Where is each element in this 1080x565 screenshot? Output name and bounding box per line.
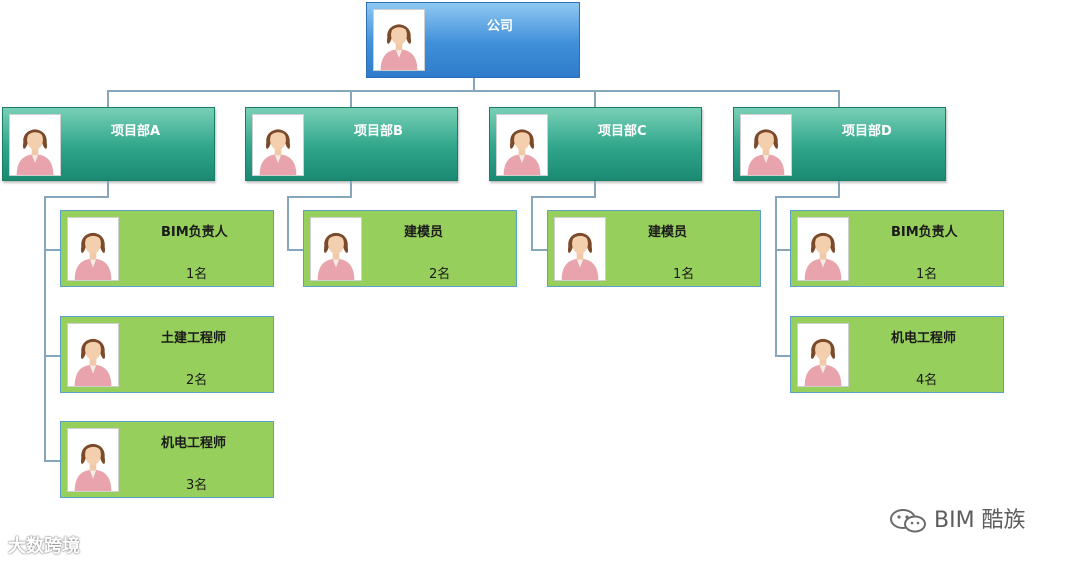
connector-branch: [44, 460, 60, 462]
connector-trunk-2: [531, 196, 533, 250]
watermark-right-text: BIM 酷族: [934, 508, 1026, 533]
role-node: 机电工程师 4名: [790, 316, 1004, 393]
connector-jog-1: [287, 196, 352, 198]
avatar-icon: [373, 9, 425, 71]
role-node-title: 建模员: [404, 221, 443, 240]
role-node-title: BIM负责人: [891, 221, 958, 240]
connector-branch: [287, 249, 303, 251]
avatar-icon: [67, 217, 119, 281]
role-node: BIM负责人 1名: [790, 210, 1004, 287]
role-node: 土建工程师 2名: [60, 316, 274, 393]
role-node: 机电工程师 3名: [60, 421, 274, 498]
connector-trunk-1: [287, 196, 289, 250]
department-node-title: 项目部D: [842, 120, 892, 139]
avatar-icon: [310, 217, 362, 281]
avatar-icon: [554, 217, 606, 281]
connector-branch: [44, 355, 60, 357]
role-node-count: 4名: [916, 369, 937, 388]
connector-drop-1: [350, 181, 352, 196]
connector-branch: [44, 249, 60, 251]
role-node-count: 1名: [916, 263, 937, 282]
connector-dept-1: [350, 90, 352, 108]
department-node: 项目部B: [245, 107, 458, 181]
root-node: 公司: [366, 2, 580, 78]
department-node: 项目部C: [489, 107, 702, 181]
role-node-title: 机电工程师: [161, 432, 226, 451]
connector-jog-0: [44, 196, 109, 198]
avatar-icon: [9, 114, 61, 176]
role-node-title: 土建工程师: [161, 327, 226, 346]
connector-horizontal: [107, 90, 840, 92]
role-node-count: 1名: [186, 263, 207, 282]
avatar-icon: [67, 323, 119, 387]
connector-drop-3: [838, 181, 840, 196]
connector-branch: [531, 249, 547, 251]
connector-jog-3: [775, 196, 840, 198]
connector-jog-2: [531, 196, 596, 198]
role-node: 建模员 2名: [303, 210, 517, 287]
connector-dept-0: [107, 90, 109, 108]
department-node: 项目部A: [2, 107, 215, 181]
role-node: 建模员 1名: [547, 210, 761, 287]
role-node-count: 3名: [186, 474, 207, 493]
avatar-icon: [797, 217, 849, 281]
connector-root: [473, 78, 475, 90]
connector-dept-2: [594, 90, 596, 108]
avatar-icon: [740, 114, 792, 176]
role-node-count: 1名: [673, 263, 694, 282]
connector-trunk-3: [775, 196, 777, 356]
connector-dept-3: [838, 90, 840, 108]
avatar-icon: [496, 114, 548, 176]
role-node-title: BIM负责人: [161, 221, 228, 240]
connector-branch: [775, 355, 790, 357]
role-node: BIM负责人 1名: [60, 210, 274, 287]
role-node-title: 建模员: [648, 221, 687, 240]
role-node-count: 2名: [186, 369, 207, 388]
avatar-icon: [67, 428, 119, 492]
watermark-right: BIM 酷族: [888, 502, 1026, 535]
role-node-count: 2名: [429, 263, 450, 282]
department-node-title: 项目部C: [598, 120, 647, 139]
connector-drop-2: [594, 181, 596, 196]
root-node-title: 公司: [487, 15, 513, 34]
watermark-left: 大数跨境: [8, 532, 80, 558]
avatar-icon: [252, 114, 304, 176]
department-node: 项目部D: [733, 107, 946, 181]
connector-trunk-0: [44, 196, 46, 461]
avatar-icon: [797, 323, 849, 387]
role-node-title: 机电工程师: [891, 327, 956, 346]
connector-drop-0: [107, 181, 109, 196]
wechat-icon: [888, 507, 928, 535]
connector-branch: [775, 249, 790, 251]
department-node-title: 项目部B: [354, 120, 403, 139]
department-node-title: 项目部A: [111, 120, 160, 139]
